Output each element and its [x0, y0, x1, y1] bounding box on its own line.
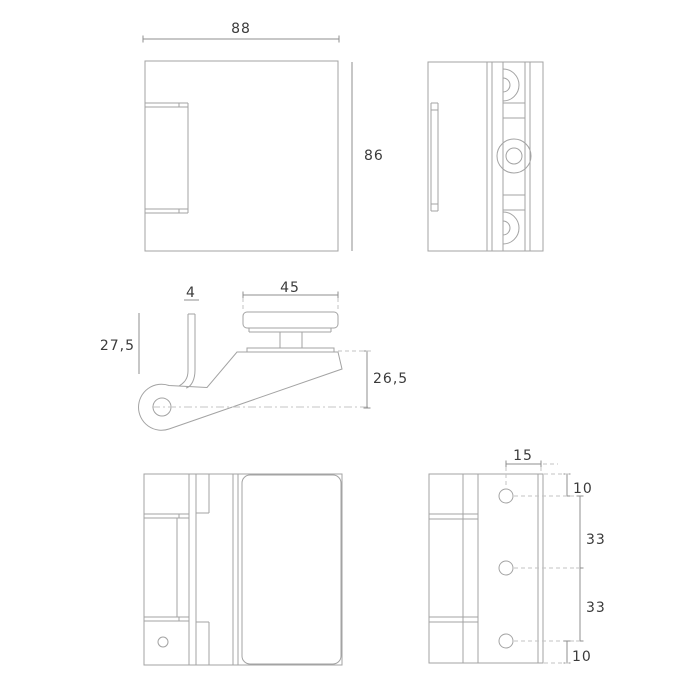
bracket-tabs: [196, 474, 210, 665]
center-bearing-inner: [505, 147, 523, 165]
pivot-pin-hole: [157, 636, 169, 648]
side-slot-lines: [430, 102, 439, 212]
dim-height: 86: [364, 148, 384, 164]
spacing-lower-dim-line: [576, 568, 584, 642]
dim-spacing-upper: 33: [586, 532, 606, 548]
dim-lever-height: 27,5: [100, 338, 135, 354]
bracket-section-lines: [188, 474, 239, 665]
knob-base-plate: [246, 347, 335, 352]
dim-hole-inset: 15: [513, 448, 533, 464]
glass-slot-lines: [145, 102, 189, 214]
glass-pad: [241, 474, 342, 665]
view-side-top: [427, 61, 544, 252]
knob-stem: [279, 332, 303, 348]
side-plate-outline: [428, 473, 544, 664]
front-plate-outline: [144, 60, 339, 252]
dim-spacing-lower: 33: [586, 600, 606, 616]
spacing-upper-dim-line: [576, 495, 584, 569]
bottom-bearing-arcs: [502, 211, 520, 245]
view-side-bottom: 15 10 33 33 10: [428, 448, 606, 665]
view-front-bottom: [143, 473, 343, 666]
drop-height-dim-line: [363, 350, 371, 409]
dim-knob-width: 45: [280, 280, 300, 296]
margin-top-dim-line: [563, 473, 571, 497]
mounting-hole-top: [498, 488, 514, 504]
center-bearing-outer: [496, 138, 532, 174]
side-section-lines: [486, 62, 531, 251]
knob-width-dim-line: [242, 291, 339, 299]
knob-flange: [248, 328, 332, 333]
latch-body: [138, 351, 343, 431]
bottom-slot-lines: [144, 513, 189, 622]
dim-thickness: 4: [186, 285, 196, 301]
mounting-hole-bottom: [498, 633, 514, 649]
knob-width-extension: [242, 298, 339, 310]
dim-drop-height: 26,5: [373, 371, 408, 387]
margin-bottom-dim-line: [563, 640, 571, 664]
hole-inset-extension: [505, 463, 558, 488]
dim-margin-bottom: 10: [572, 649, 592, 665]
spacing-lower-extension: [514, 567, 580, 642]
dim-width: 88: [231, 21, 251, 37]
side-body-outline: [427, 61, 544, 252]
width-dim-line: [142, 35, 340, 43]
margin-top-extension: [514, 473, 580, 497]
mounting-hole-middle: [498, 560, 514, 576]
hole-inset-dim-line: [505, 460, 542, 468]
pocket-chords: [503, 102, 525, 211]
dim-margin-top: 10: [573, 481, 593, 497]
lever-arm: [178, 313, 196, 389]
view-profile: 4 45 27,5 26,5: [100, 280, 408, 431]
front-assembly-outline: [143, 473, 343, 666]
view-front-top: 88 86: [142, 21, 384, 252]
top-bearing-arcs: [502, 68, 520, 102]
knob: [242, 311, 339, 329]
